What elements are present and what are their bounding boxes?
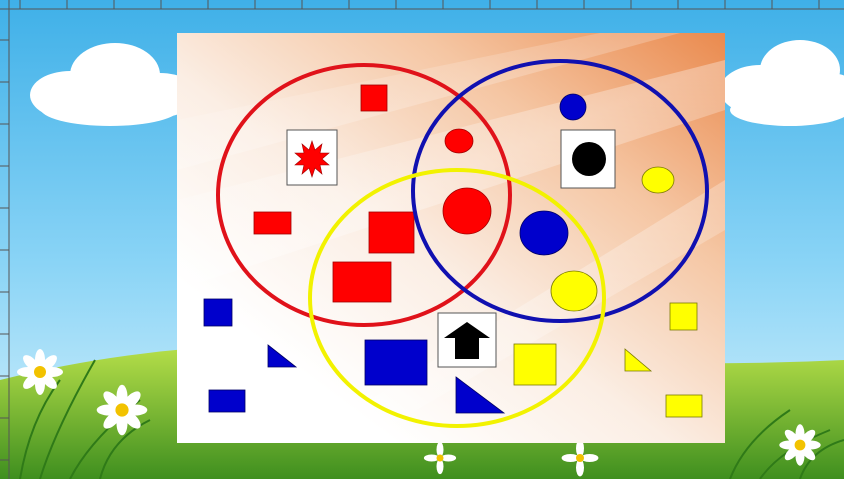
red-circle[interactable] <box>443 188 491 234</box>
red-rectangle[interactable] <box>254 212 291 234</box>
starburst-card[interactable] <box>287 130 337 185</box>
blue-circle[interactable] <box>520 211 568 255</box>
venn-panel <box>177 33 725 443</box>
yellow-circle[interactable] <box>642 167 674 193</box>
red-rectangle[interactable] <box>333 262 391 302</box>
black-dot-card[interactable] <box>561 130 615 188</box>
yellow-square[interactable] <box>670 303 697 330</box>
blue-square[interactable] <box>204 299 232 326</box>
yellow-rectangle[interactable] <box>666 395 702 417</box>
blue-rectangle[interactable] <box>209 390 245 412</box>
black-dot-icon <box>572 142 606 176</box>
yellow-circle[interactable] <box>551 271 597 311</box>
red-square[interactable] <box>361 85 387 111</box>
blue-circle[interactable] <box>560 94 586 120</box>
red-square[interactable] <box>369 212 414 253</box>
red-circle[interactable] <box>445 129 473 153</box>
yellow-square[interactable] <box>514 344 556 385</box>
blue-square[interactable] <box>365 340 427 385</box>
up-arrow-card[interactable] <box>438 313 496 367</box>
